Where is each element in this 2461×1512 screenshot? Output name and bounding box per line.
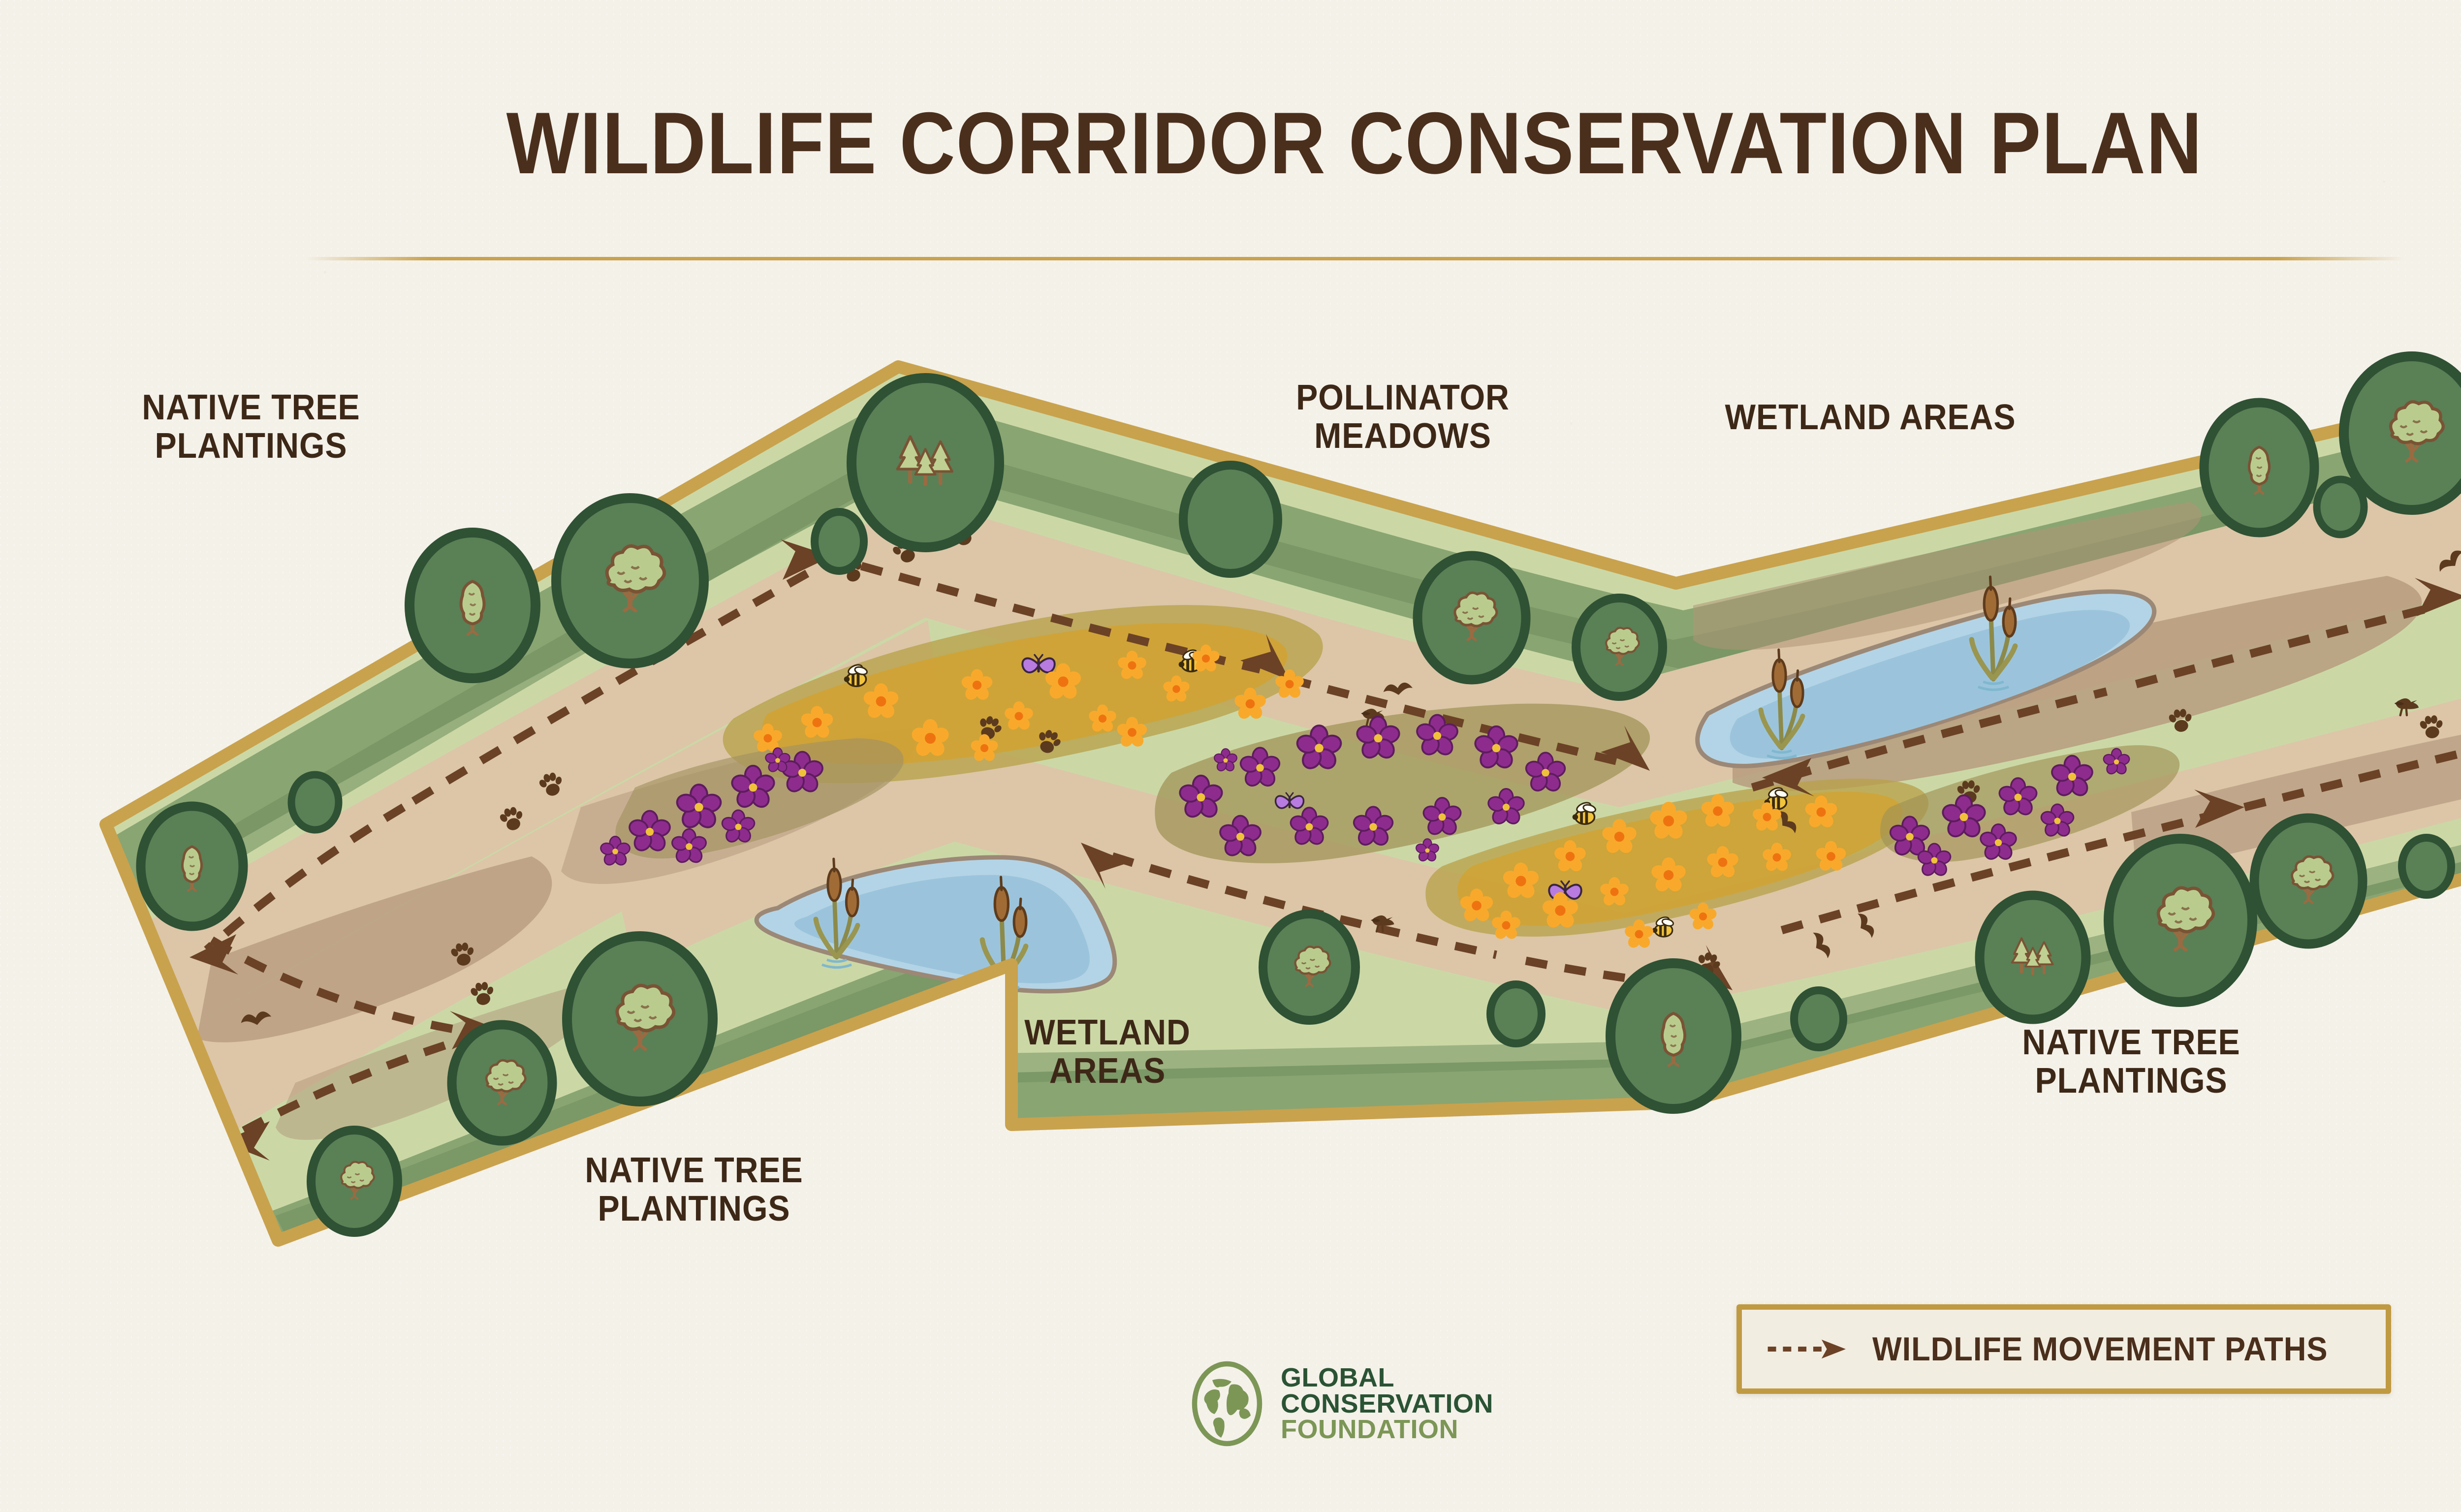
- map-border: [99, 360, 2461, 1247]
- wildlife-movement-paths: [204, 562, 2461, 1136]
- map-label-native-tree-plantings-se: NATIVE TREE PLANTINGS: [2022, 1023, 2240, 1101]
- map-label-native-tree-plantings-nw: NATIVE TREE PLANTINGS: [142, 388, 360, 466]
- page-title: WILDLIFE CORRIDOR CONSERVATION PLAN: [506, 94, 2203, 192]
- map-label-pollinator-meadows: POLLINATOR MEADOWS: [1296, 378, 1510, 456]
- tree-circles: [136, 351, 2461, 1237]
- title-divider-rule: [305, 257, 2404, 260]
- legend-wildlife-movement-paths[interactable]: WILDLIFE MOVEMENT PATHS: [1736, 1304, 2391, 1394]
- legend-label: WILDLIFE MOVEMENT PATHS: [1872, 1330, 2328, 1368]
- map-label-wetland-areas-ne: WETLAND AREAS: [1725, 398, 2016, 437]
- globe-icon: [1192, 1361, 1262, 1447]
- organization-logo: GLOBAL CONSERVATION FOUNDATION: [1190, 1359, 1493, 1448]
- dashed-arrow-icon: [1767, 1339, 1846, 1359]
- map-label-wetland-areas-center: WETLAND AREAS: [1024, 1013, 1191, 1091]
- pond-upper-right: [1695, 589, 2157, 768]
- map-land: [106, 367, 2461, 1240]
- map-label-native-tree-plantings-sw: NATIVE TREE PLANTINGS: [585, 1151, 803, 1228]
- logo-line-foundation: FOUNDATION: [1281, 1415, 1458, 1445]
- logo-line-conservation: CONSERVATION: [1281, 1388, 1494, 1418]
- logo-line-global: GLOBAL: [1281, 1362, 1394, 1392]
